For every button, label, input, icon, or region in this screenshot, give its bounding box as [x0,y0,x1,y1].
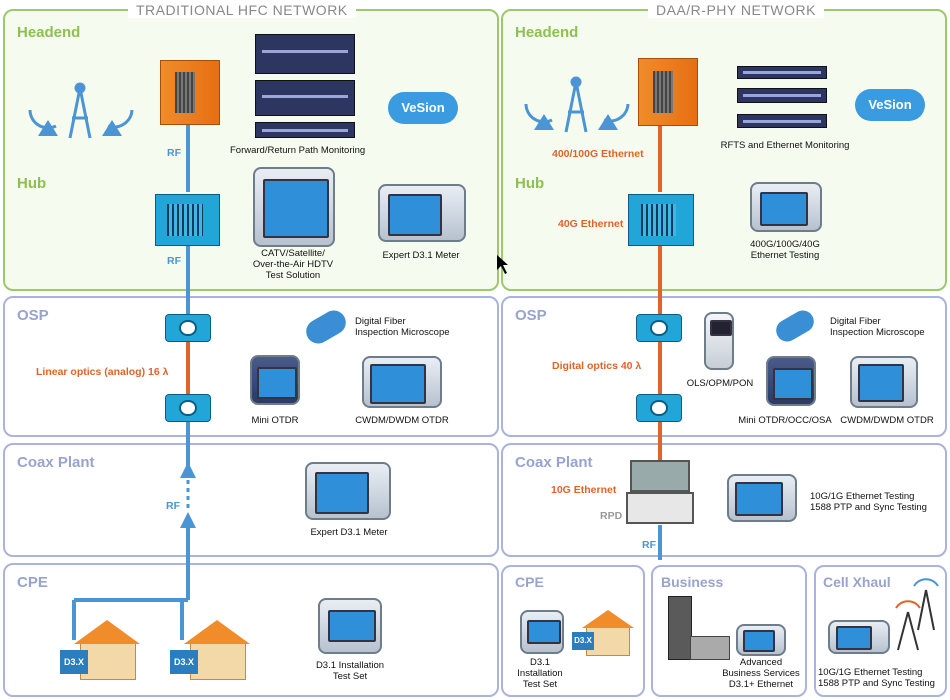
left-cpe-label: CPE [17,574,48,591]
left-rf-label-2: RF [167,255,181,267]
right-eth10-device [727,474,797,522]
left-rf-label-3: RF [166,500,180,512]
left-house-1-icon: D3.X [60,620,140,680]
right-mini-otdr [766,356,816,406]
right-cpe-label: CPE [515,574,544,590]
left-rf-label-1: RF [167,147,181,159]
left-expert-meter-coax [305,462,391,520]
left-amp-triangle-2 [180,512,196,528]
right-vesion-cloud-icon: VeSion [855,89,925,121]
right-microscope-label: Digital Fiber Inspection Microscope [830,316,925,338]
left-osp-label: OSP [17,307,49,324]
right-rfts-rack-2 [737,88,827,103]
right-house-tag: D3.X [572,632,594,650]
left-mini-otdr [250,355,300,405]
right-ols-opm-label: OLS/OPM/PON [686,378,754,389]
right-mini-otdr-label: Mini OTDR/OCC/OSA [738,415,832,426]
right-cell-label: Cell Xhaul [823,574,891,590]
left-linear-optics-label: Linear optics (analog) 16 λ [36,366,169,378]
left-headend-chassis [160,60,220,125]
right-rfts-rack-1 [737,66,827,79]
left-mini-otdr-label: Mini OTDR [251,415,299,426]
left-monitor-rack-3 [255,122,355,138]
right-cwdm-otdr-label: CWDM/DWDM OTDR [840,415,934,426]
left-coax-label: Coax Plant [17,454,95,471]
left-optical-node-2-icon [165,394,211,422]
left-monitor-rack-2 [255,80,355,116]
right-cwdm-otdr [850,356,918,408]
right-rf-label: RF [642,539,656,551]
right-cpe-test-set [520,610,564,654]
right-osp-label: OSP [515,307,547,324]
business-label: Advanced Business Services D3.1+ Etherne… [722,657,800,690]
right-cpe-label-text: D3.1 Installation Test Set [517,657,563,690]
left-hub-label: Hub [17,175,47,192]
catv-test-device [253,167,335,247]
right-coax-panel [501,443,947,557]
left-network-title: TRADITIONAL HFC NETWORK [128,2,356,18]
right-rfts-label: RFTS and Ethernet Monitoring [720,140,850,151]
right-business-label: Business [661,574,724,590]
right-house-icon: D3.X [572,610,634,656]
cell-test-device [828,620,890,654]
left-monitoring-label: Forward/Return Path Monitoring [230,145,366,156]
right-eth-testing-label: 400G/100G/40G Ethernet Testing [750,239,820,261]
right-headend-hub-panel [501,9,947,291]
cursor-icon [497,255,508,274]
right-hub-chassis [628,194,694,246]
left-vesion-cloud-icon: VeSion [388,92,458,124]
right-eth40-label: 40G Ethernet [558,218,624,230]
rpd-device-top [630,460,690,492]
right-digital-optics-label: Digital optics 40 λ [552,360,642,372]
right-eth10-label: 10G Ethernet [551,484,617,496]
left-coax-panel [3,443,499,557]
left-install-label: D3.1 Installation Test Set [315,660,385,682]
right-optical-node-1-icon [636,314,682,342]
left-optical-node-1-icon [165,314,211,342]
business-building-low-icon [690,636,730,660]
left-cwdm-otdr [362,356,442,408]
rpd-device-bottom [626,492,694,524]
left-headend-label: Headend [17,24,81,41]
left-amp-triangle-1 [180,462,196,478]
right-eth10-label-text: 10G/1G Ethernet Testing 1588 PTP and Syn… [810,491,927,513]
right-network-title: DAA/R-PHY NETWORK [648,2,824,18]
right-eth-test-device [750,182,822,232]
left-hub-chassis [155,194,220,246]
rpd-label: RPD [600,510,623,522]
business-test-device [736,624,786,656]
left-house-2-icon: D3.X [170,620,250,680]
left-house-1-tag: D3.X [60,650,88,674]
cell-tower-icon [895,578,939,651]
left-monitor-rack-1 [255,34,355,74]
left-microscope-label: Digital Fiber Inspection Microscope [355,316,450,338]
right-eth400-label: 400/100G Ethernet [552,148,644,160]
right-coax-label: Coax Plant [515,454,593,471]
right-headend-chassis [638,58,698,126]
right-optical-node-2-icon [636,394,682,422]
left-house-2-tag: D3.X [170,650,198,674]
left-cwdm-otdr-label: CWDM/DWDM OTDR [355,415,449,426]
right-rfts-rack-3 [737,114,827,128]
cell-label: 10G/1G Ethernet Testing 1588 PTP and Syn… [818,667,935,689]
left-expert-meter-coax-label: Expert D3.1 Meter [310,527,388,538]
left-expert-meter-hub [378,184,466,242]
left-expert-meter-hub-label: Expert D3.1 Meter [382,250,460,261]
left-headend-hub-panel [3,9,499,291]
catv-label: CATV/Satellite/ Over-the-Air HDTV Test S… [252,248,334,281]
right-hub-label: Hub [515,175,545,192]
business-building-icon [668,596,692,660]
right-headend-label: Headend [515,24,579,41]
right-ols-opm-device [704,312,734,370]
left-install-test-set [318,598,382,654]
